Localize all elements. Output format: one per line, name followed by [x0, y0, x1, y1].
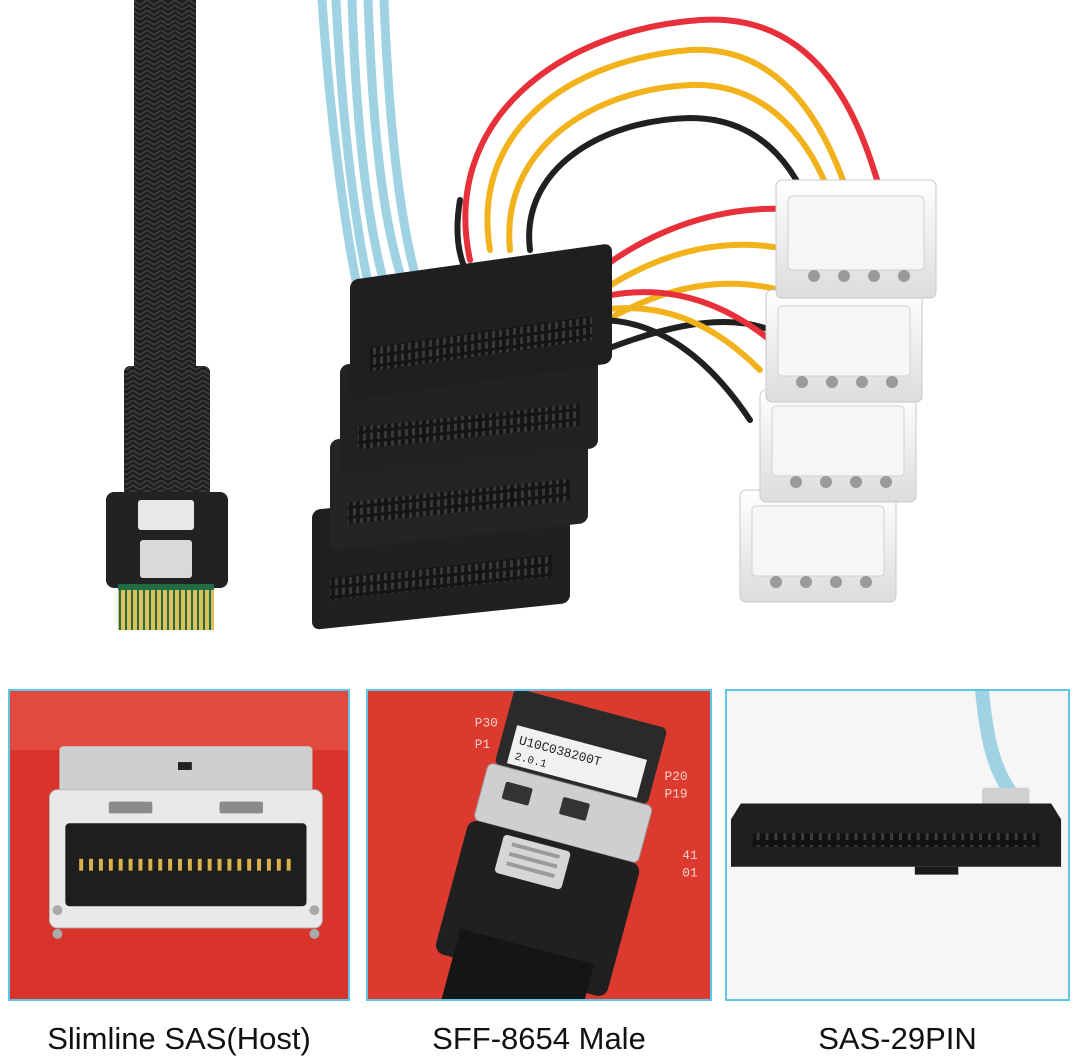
pcb-label-01: 01	[682, 866, 698, 881]
slimline-sas-host-photo	[10, 691, 348, 999]
pcb-label-41: 41	[682, 848, 698, 863]
blue-sata-cables	[317, 0, 419, 305]
caption-sas-29pin: SAS-29PIN	[818, 1021, 977, 1056]
main-product-photo	[106, 0, 937, 630]
caption-slimline-sas-host: Slimline SAS(Host)	[47, 1021, 311, 1056]
braided-host-cable	[106, 0, 228, 630]
cable-assembly-illustration	[106, 0, 937, 630]
slimline-sas-host-panel	[8, 689, 350, 1001]
pcb-label-p19: P19	[665, 787, 688, 802]
sff-8654-male-photo: P30 P1 P20 P19 41 01 U10C038200T 2.0.1	[368, 691, 710, 999]
pcb-label-p30: P30	[475, 716, 498, 731]
sff-8654-male-panel: P30 P1 P20 P19 41 01 U10C038200T 2.0.1	[366, 689, 712, 1001]
pcb-label-p1: P1	[475, 737, 491, 752]
molex-connectors	[739, 179, 937, 603]
sas-29pin-connector-stack	[312, 244, 612, 630]
pcb-label-p20: P20	[665, 769, 688, 784]
caption-sff-8654-male: SFF-8654 Male	[432, 1021, 646, 1056]
sas-29pin-panel	[725, 689, 1070, 1001]
sas-29pin-photo	[727, 691, 1068, 999]
